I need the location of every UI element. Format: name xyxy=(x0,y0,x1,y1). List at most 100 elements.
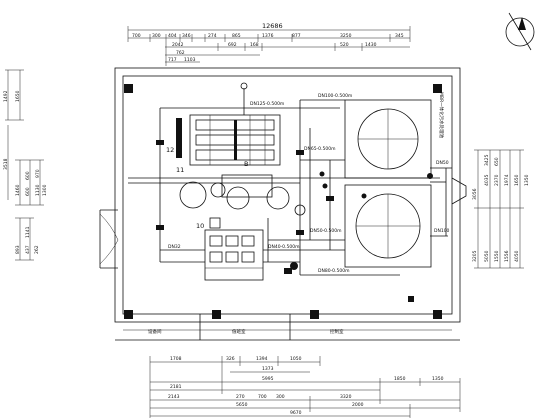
dim-label: 5050 xyxy=(484,250,490,262)
pipe-label: DN125-0.500m xyxy=(250,101,284,107)
blower-skid xyxy=(204,217,264,281)
dim-label: 3056 xyxy=(472,188,478,200)
mbr-tank-label: MBR一体化污水处理池 xyxy=(438,92,445,139)
pump-vessels xyxy=(179,82,306,216)
pipe-label: DN50 xyxy=(436,160,449,166)
dim-label: 300 xyxy=(276,394,285,400)
dim-label: 1103 xyxy=(184,57,196,63)
dim-label: 1492 xyxy=(3,90,9,102)
equipment-mark: 12 xyxy=(166,146,174,154)
column xyxy=(408,296,414,302)
dim-label: 970 xyxy=(35,169,41,178)
dim-label: 1708 xyxy=(170,356,182,362)
dim-label: 5995 xyxy=(262,376,274,382)
column xyxy=(124,84,133,93)
dim-label: 3250 xyxy=(340,33,352,39)
dim-label: 700 xyxy=(132,33,141,39)
pipe-labels: DN100-0.500m DN125-0.500m DN65-0.500m DN… xyxy=(168,93,450,274)
mbr-tank-lower xyxy=(344,184,432,268)
pipe-label: DN80-0.500m xyxy=(318,268,349,274)
dim-label: 1373 xyxy=(262,366,274,372)
dim-label: 762 xyxy=(176,50,185,56)
dim-label: 717 xyxy=(168,57,177,63)
mbr-tank-upper xyxy=(344,99,432,179)
dim-label: 1556 xyxy=(504,250,510,262)
dim-label: 262 xyxy=(34,245,40,254)
dim-label: 274 xyxy=(208,33,217,39)
equipment-mark: 10 xyxy=(196,222,204,230)
room-label: 控制室 xyxy=(330,328,344,335)
pipe-label: DN65-0.500m xyxy=(304,146,335,152)
dim-label: 1550 xyxy=(494,250,500,262)
right-dimension-texts: 3056 4035 3425 2370 1974 1650 650 1350 3… xyxy=(472,154,530,262)
dim-label: 1650 xyxy=(15,90,21,102)
equipment-mark: 11 xyxy=(176,166,184,174)
dim-label: 5650 xyxy=(236,402,248,408)
pipe-label: DN40-0.500m xyxy=(268,244,299,250)
structural-columns xyxy=(124,84,442,319)
dim-label: 3205 xyxy=(472,250,478,262)
piping-network xyxy=(128,88,452,276)
dim-label: 600 xyxy=(25,171,31,180)
bottom-dimension-texts: 1708 326 1394 1050 1373 1850 1350 2181 5… xyxy=(168,356,444,416)
dim-label: 692 xyxy=(228,42,237,48)
dim-label: 3320 xyxy=(340,394,352,400)
dim-label: 700 xyxy=(258,394,267,400)
dim-label: 1430 xyxy=(365,42,377,48)
dim-label: 270 xyxy=(236,394,245,400)
dim-label: 1460 xyxy=(15,184,21,196)
dim-label: 650 xyxy=(494,157,500,166)
dim-label: 1974 xyxy=(504,174,510,186)
column xyxy=(433,310,442,319)
dim-label: 1376 xyxy=(262,33,274,39)
equipment-mark: B xyxy=(244,160,248,168)
dim-label: 1350 xyxy=(524,174,530,186)
dim-label: 600 xyxy=(25,187,31,196)
dim-label: 168 xyxy=(250,42,259,48)
bottom-dimension-lines xyxy=(149,356,461,418)
dim-label: 1141 xyxy=(25,226,31,238)
dim-label: 3518 xyxy=(3,158,9,170)
pipe-label: DN100-0.500m xyxy=(318,93,352,99)
north-arrow-icon xyxy=(505,12,535,51)
column xyxy=(310,310,319,319)
room-label: 值班室 xyxy=(232,328,246,335)
room-label: 设备间 xyxy=(148,328,162,335)
dim-label: 893 xyxy=(15,245,21,254)
pipe-label: DN100 xyxy=(434,228,450,234)
pipe-label: DN50-0.500m xyxy=(310,228,341,234)
right-dimension-lines xyxy=(474,149,524,269)
dim-label: 2143 xyxy=(168,394,180,400)
dim-label: 4050 xyxy=(514,250,520,262)
dim-label: 437 xyxy=(25,245,31,254)
column xyxy=(433,84,442,93)
dim-label: 2370 xyxy=(494,174,500,186)
dim-label: 877 xyxy=(292,33,301,39)
dim-label: 1394 xyxy=(256,356,268,362)
dim-label: 1650 xyxy=(514,174,520,186)
room-labels: 设备间 值班室 控制室 xyxy=(148,328,344,335)
horizontal-tank-equipment xyxy=(176,114,281,166)
left-dimension-lines xyxy=(5,69,44,261)
dim-label: 1050 xyxy=(290,356,302,362)
dim-label: 404 xyxy=(168,33,177,39)
dim-top-overall: 12686 xyxy=(262,22,283,30)
top-dimension-texts: 12686 700 300 404 346 274 865 1376 877 3… xyxy=(132,22,404,63)
dim-label: 1850 xyxy=(394,376,406,382)
dim-label: 1300 xyxy=(42,184,48,196)
column xyxy=(124,310,133,319)
top-dimension-lines xyxy=(127,26,411,66)
building-walls xyxy=(99,67,467,341)
dim-label: 4035 xyxy=(484,174,490,186)
dim-label: 2042 xyxy=(172,42,184,48)
dim-label: 3425 xyxy=(484,154,490,166)
dim-label: 1350 xyxy=(432,376,444,382)
dim-label: 326 xyxy=(226,356,235,362)
dim-label: 300 xyxy=(152,33,161,39)
dim-label: 2181 xyxy=(170,384,182,390)
dim-label: 2000 xyxy=(352,402,364,408)
dim-label: 865 xyxy=(232,33,241,39)
column xyxy=(212,310,221,319)
